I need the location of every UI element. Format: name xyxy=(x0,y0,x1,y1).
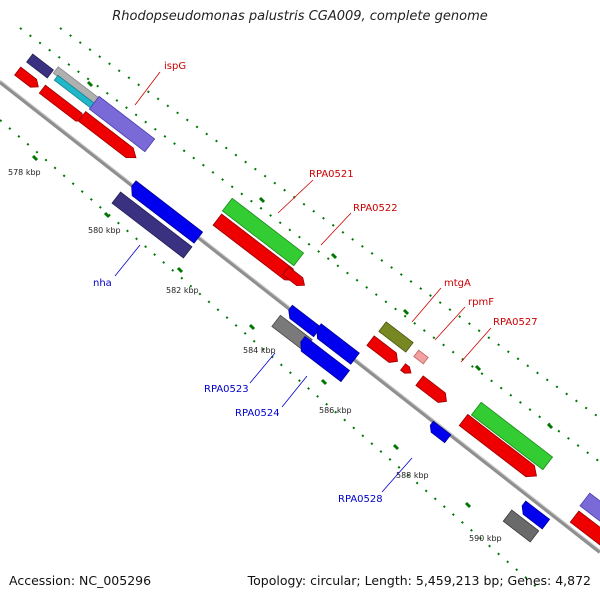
ruler-label-586: 586 kbp xyxy=(319,406,352,415)
outer-tick-b xyxy=(258,196,266,204)
leader-RPA0524 xyxy=(281,375,308,408)
gene-feature-red-5[interactable] xyxy=(415,375,450,406)
leader-RPA0522 xyxy=(320,212,352,246)
gene-feature-blue-1[interactable] xyxy=(285,304,322,338)
gene-feature-red-1[interactable] xyxy=(14,66,42,91)
gene-label-RPA0524[interactable]: RPA0524 xyxy=(235,408,280,419)
gene-label-RPA0528[interactable]: RPA0528 xyxy=(338,494,383,505)
ruler-tick-590 xyxy=(464,501,472,509)
gene-label-RPA0522[interactable]: RPA0522 xyxy=(353,203,398,214)
ruler-label-590: 590 kbp xyxy=(469,534,502,543)
leader-RPA0523 xyxy=(249,352,276,384)
gene-label-nha[interactable]: nha xyxy=(93,278,112,289)
gene-feature-blue-2[interactable] xyxy=(313,323,360,365)
leader-RPA0528 xyxy=(381,457,413,493)
ruler-label-578: 578 kbp xyxy=(8,168,41,177)
topology-text: Topology: circular; Length: 5,459,213 bp… xyxy=(247,573,591,588)
gene-feature-red-small-2[interactable] xyxy=(400,363,414,376)
leader-rpmF xyxy=(434,306,466,341)
gene-feature-red-3[interactable] xyxy=(77,110,139,163)
ruler-label-588: 588 kbp xyxy=(396,471,429,480)
gene-label-rpmF[interactable]: rpmF xyxy=(468,297,494,308)
ruler-label-582: 582 kbp xyxy=(166,286,199,295)
ruler-tick-582 xyxy=(176,266,184,274)
gene-feature-grey-2[interactable] xyxy=(502,509,540,543)
gene-feature-RPA0521[interactable] xyxy=(221,197,305,267)
gene-feature-red-6[interactable] xyxy=(458,413,541,481)
leader-nha xyxy=(114,244,141,277)
leader-mtgA xyxy=(411,287,442,323)
gene-feature-nha[interactable] xyxy=(127,180,204,244)
ruler-label-584: 584 kbp xyxy=(243,346,276,355)
gene-feature-blue-3[interactable] xyxy=(518,500,551,530)
ruler-tick-586 xyxy=(320,378,328,386)
gene-feature-RPA0527[interactable] xyxy=(470,401,554,471)
gene-label-RPA0523[interactable]: RPA0523 xyxy=(204,384,249,395)
gene-feature-ispG[interactable] xyxy=(88,95,156,153)
ruler-tick-584 xyxy=(248,323,256,331)
outer-tick-e xyxy=(474,364,482,372)
leader-RPA0527 xyxy=(460,327,492,363)
gene-label-RPA0527[interactable]: RPA0527 xyxy=(493,317,538,328)
accession-text: Accession: NC_005296 xyxy=(9,573,152,588)
gene-feature-purple-edge[interactable] xyxy=(579,492,600,524)
ruler-tick-580 xyxy=(103,211,111,219)
ruler-tick-588 xyxy=(392,443,400,451)
gene-label-mtgA[interactable]: mtgA xyxy=(444,278,471,289)
outer-tick-d xyxy=(402,308,410,316)
gene-feature-rpmF[interactable] xyxy=(413,349,429,365)
leader-RPA0521 xyxy=(277,179,314,214)
outer-tick-f xyxy=(546,422,554,430)
gene-label-RPA0521[interactable]: RPA0521 xyxy=(309,169,354,180)
inner-tick-track xyxy=(0,119,541,591)
gene-label-ispG[interactable]: ispG xyxy=(164,61,186,72)
gene-feature-RPA0528[interactable] xyxy=(427,420,452,444)
gene-feature-navy-2[interactable] xyxy=(111,191,193,259)
gene-feature-mtgA[interactable] xyxy=(378,321,414,353)
map-title: Rhodopseudomonas palustris CGA009, compl… xyxy=(112,9,488,24)
gene-feature-red-4[interactable] xyxy=(366,335,401,366)
outer-tick-c xyxy=(330,252,338,260)
ruler-tick-578 xyxy=(31,154,39,162)
gene-feature-navy-1[interactable] xyxy=(26,53,54,79)
outer-tick-a xyxy=(86,80,94,88)
ruler-label-580: 580 kbp xyxy=(88,226,121,235)
gene-feature-RPA0524[interactable] xyxy=(297,335,351,383)
leader-ispG xyxy=(134,71,161,106)
gene-feature-red-small-1[interactable] xyxy=(281,266,307,290)
gene-feature-red-edge[interactable] xyxy=(569,510,600,550)
outer-tick-track-1 xyxy=(19,27,600,463)
